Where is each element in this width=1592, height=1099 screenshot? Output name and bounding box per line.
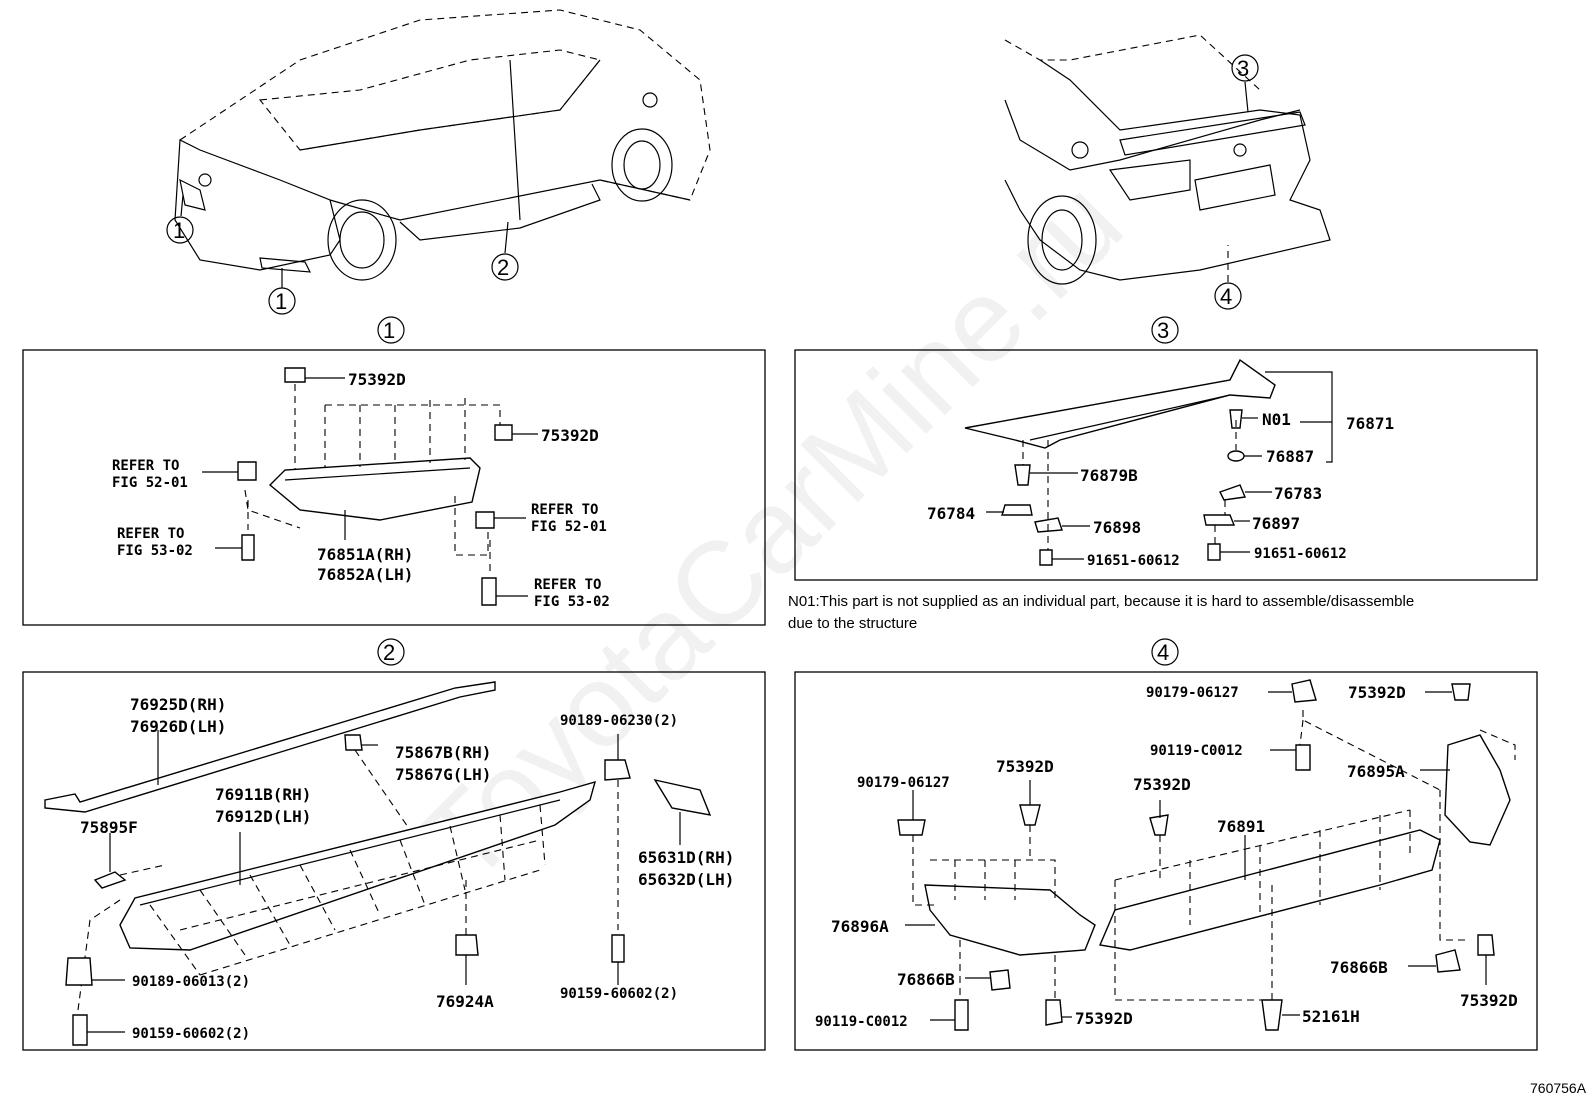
car-rear-overview [1004, 34, 1331, 285]
label-76852a-lh: 76852A(LH) [317, 565, 413, 584]
label-91651-60612-right: 91651-60612 [1254, 546, 1347, 562]
rear-bumper-side-rh [1444, 734, 1511, 846]
panel-2-frame [22, 671, 766, 1051]
label-76879b: 76879B [1080, 466, 1138, 485]
label-90179-06127-top: 90179-06127 [1146, 685, 1239, 701]
label-90119-c0012-bottom: 90119-C0012 [815, 1014, 908, 1030]
label-90159-60602-left: 90159-60602(2) [132, 1026, 250, 1042]
label-75392d-bottom: 75392D [1075, 1009, 1133, 1028]
label-76866b-right: 76866B [1330, 958, 1388, 977]
label-75392d-top: 75392D [348, 370, 406, 389]
label-76871: 76871 [1346, 414, 1394, 433]
label-75392d-bottom-right: 75392D [1460, 991, 1518, 1010]
callout-rear-3: 3 [1237, 56, 1249, 81]
n01-note-line-2: due to the structure [788, 615, 917, 632]
label-76925d-rh: 76925D(RH) [130, 695, 226, 714]
label-90119-c0012-top: 90119-C0012 [1150, 743, 1243, 759]
panel-1-title: 1 [383, 318, 395, 343]
label-75867b-rh: 75867B(RH) [395, 743, 491, 762]
label-refer-2b: FIG 53-02 [117, 543, 193, 559]
label-76924a: 76924A [436, 992, 494, 1011]
label-76866b-left: 76866B [897, 970, 955, 989]
panel-2: 2 [22, 638, 766, 1051]
label-75895f: 75895F [80, 818, 138, 837]
label-76898: 76898 [1093, 518, 1141, 537]
panel-4-frame [794, 671, 1538, 1051]
panel-2-title: 2 [383, 640, 395, 665]
label-76897: 76897 [1252, 514, 1300, 533]
rear-bumper-lower-center [1099, 829, 1441, 951]
label-75392d-mid-left: 75392D [996, 757, 1054, 776]
front-spoiler-molding [268, 457, 481, 521]
label-90159-60602-right: 90159-60602(2) [560, 986, 678, 1002]
label-52161h: 52161H [1302, 1007, 1360, 1026]
label-76851a-rh: 76851A(RH) [317, 545, 413, 564]
rear-spoiler [964, 358, 1276, 449]
panel-3-title: 3 [1157, 318, 1169, 343]
panel-3: 3 N01 76871 76887 76879B 76783 76784 [794, 316, 1538, 581]
clip-top-shape [284, 367, 306, 383]
label-76926d-lh: 76926D(LH) [130, 717, 226, 736]
label-65632d-lh: 65632D(LH) [638, 870, 734, 889]
label-76896a: 76896A [831, 917, 889, 936]
callout-rear-4: 4 [1220, 284, 1232, 309]
label-76891: 76891 [1217, 817, 1265, 836]
n01-note-line-1: N01:This part is not supplied as an indi… [788, 593, 1414, 610]
label-refer-4b: FIG 53-02 [534, 594, 610, 610]
panel-3-frame [794, 349, 1538, 581]
panel-4-title: 4 [1157, 640, 1169, 665]
sill-bracket [653, 778, 712, 816]
label-75392d-right: 75392D [541, 426, 599, 445]
label-75392d-mid: 75392D [1133, 775, 1191, 794]
rear-bumper-side-lh [924, 884, 1096, 956]
label-refer-2a: REFER TO [117, 526, 184, 542]
label-90179-06127-left: 90179-06127 [857, 775, 950, 791]
label-90189-06013: 90189-06013(2) [132, 974, 250, 990]
label-76911b-rh: 76911B(RH) [215, 785, 311, 804]
label-76895a: 76895A [1347, 762, 1405, 781]
callout-front-1a: 1 [173, 218, 185, 243]
rear-callouts: 3 4 [1214, 54, 1259, 310]
label-refer-4a: REFER TO [534, 577, 601, 593]
panel-1-frame [22, 349, 766, 626]
callout-side-2: 2 [497, 255, 509, 280]
figure-code: 760756A [1530, 1080, 1587, 1096]
front-callouts: 1 1 2 [166, 194, 519, 315]
panel-1: 1 75392D 75392D REFER TO FIG 52-01 REFER… [22, 316, 766, 626]
label-refer-1a: REFER TO [112, 458, 179, 474]
label-90189-06230: 90189-06230(2) [560, 713, 678, 729]
label-75392d-top-right: 75392D [1348, 683, 1406, 702]
label-refer-3a: REFER TO [531, 502, 598, 518]
label-75867g-lh: 75867G(LH) [395, 765, 491, 784]
label-refer-1b: FIG 52-01 [112, 475, 188, 491]
label-65631d-rh: 65631D(RH) [638, 848, 734, 867]
car-front-overview [174, 9, 711, 281]
callout-front-1b: 1 [275, 289, 287, 314]
label-76784: 76784 [927, 504, 975, 523]
label-91651-60612-left: 91651-60612 [1087, 553, 1180, 569]
callout-circle [166, 216, 194, 244]
label-n01: N01 [1262, 410, 1291, 429]
label-76912d-lh: 76912D(LH) [215, 807, 311, 826]
label-refer-3b: FIG 52-01 [531, 519, 607, 535]
label-76887: 76887 [1266, 447, 1314, 466]
panel-4: 4 [794, 638, 1538, 1051]
label-76783: 76783 [1274, 484, 1322, 503]
